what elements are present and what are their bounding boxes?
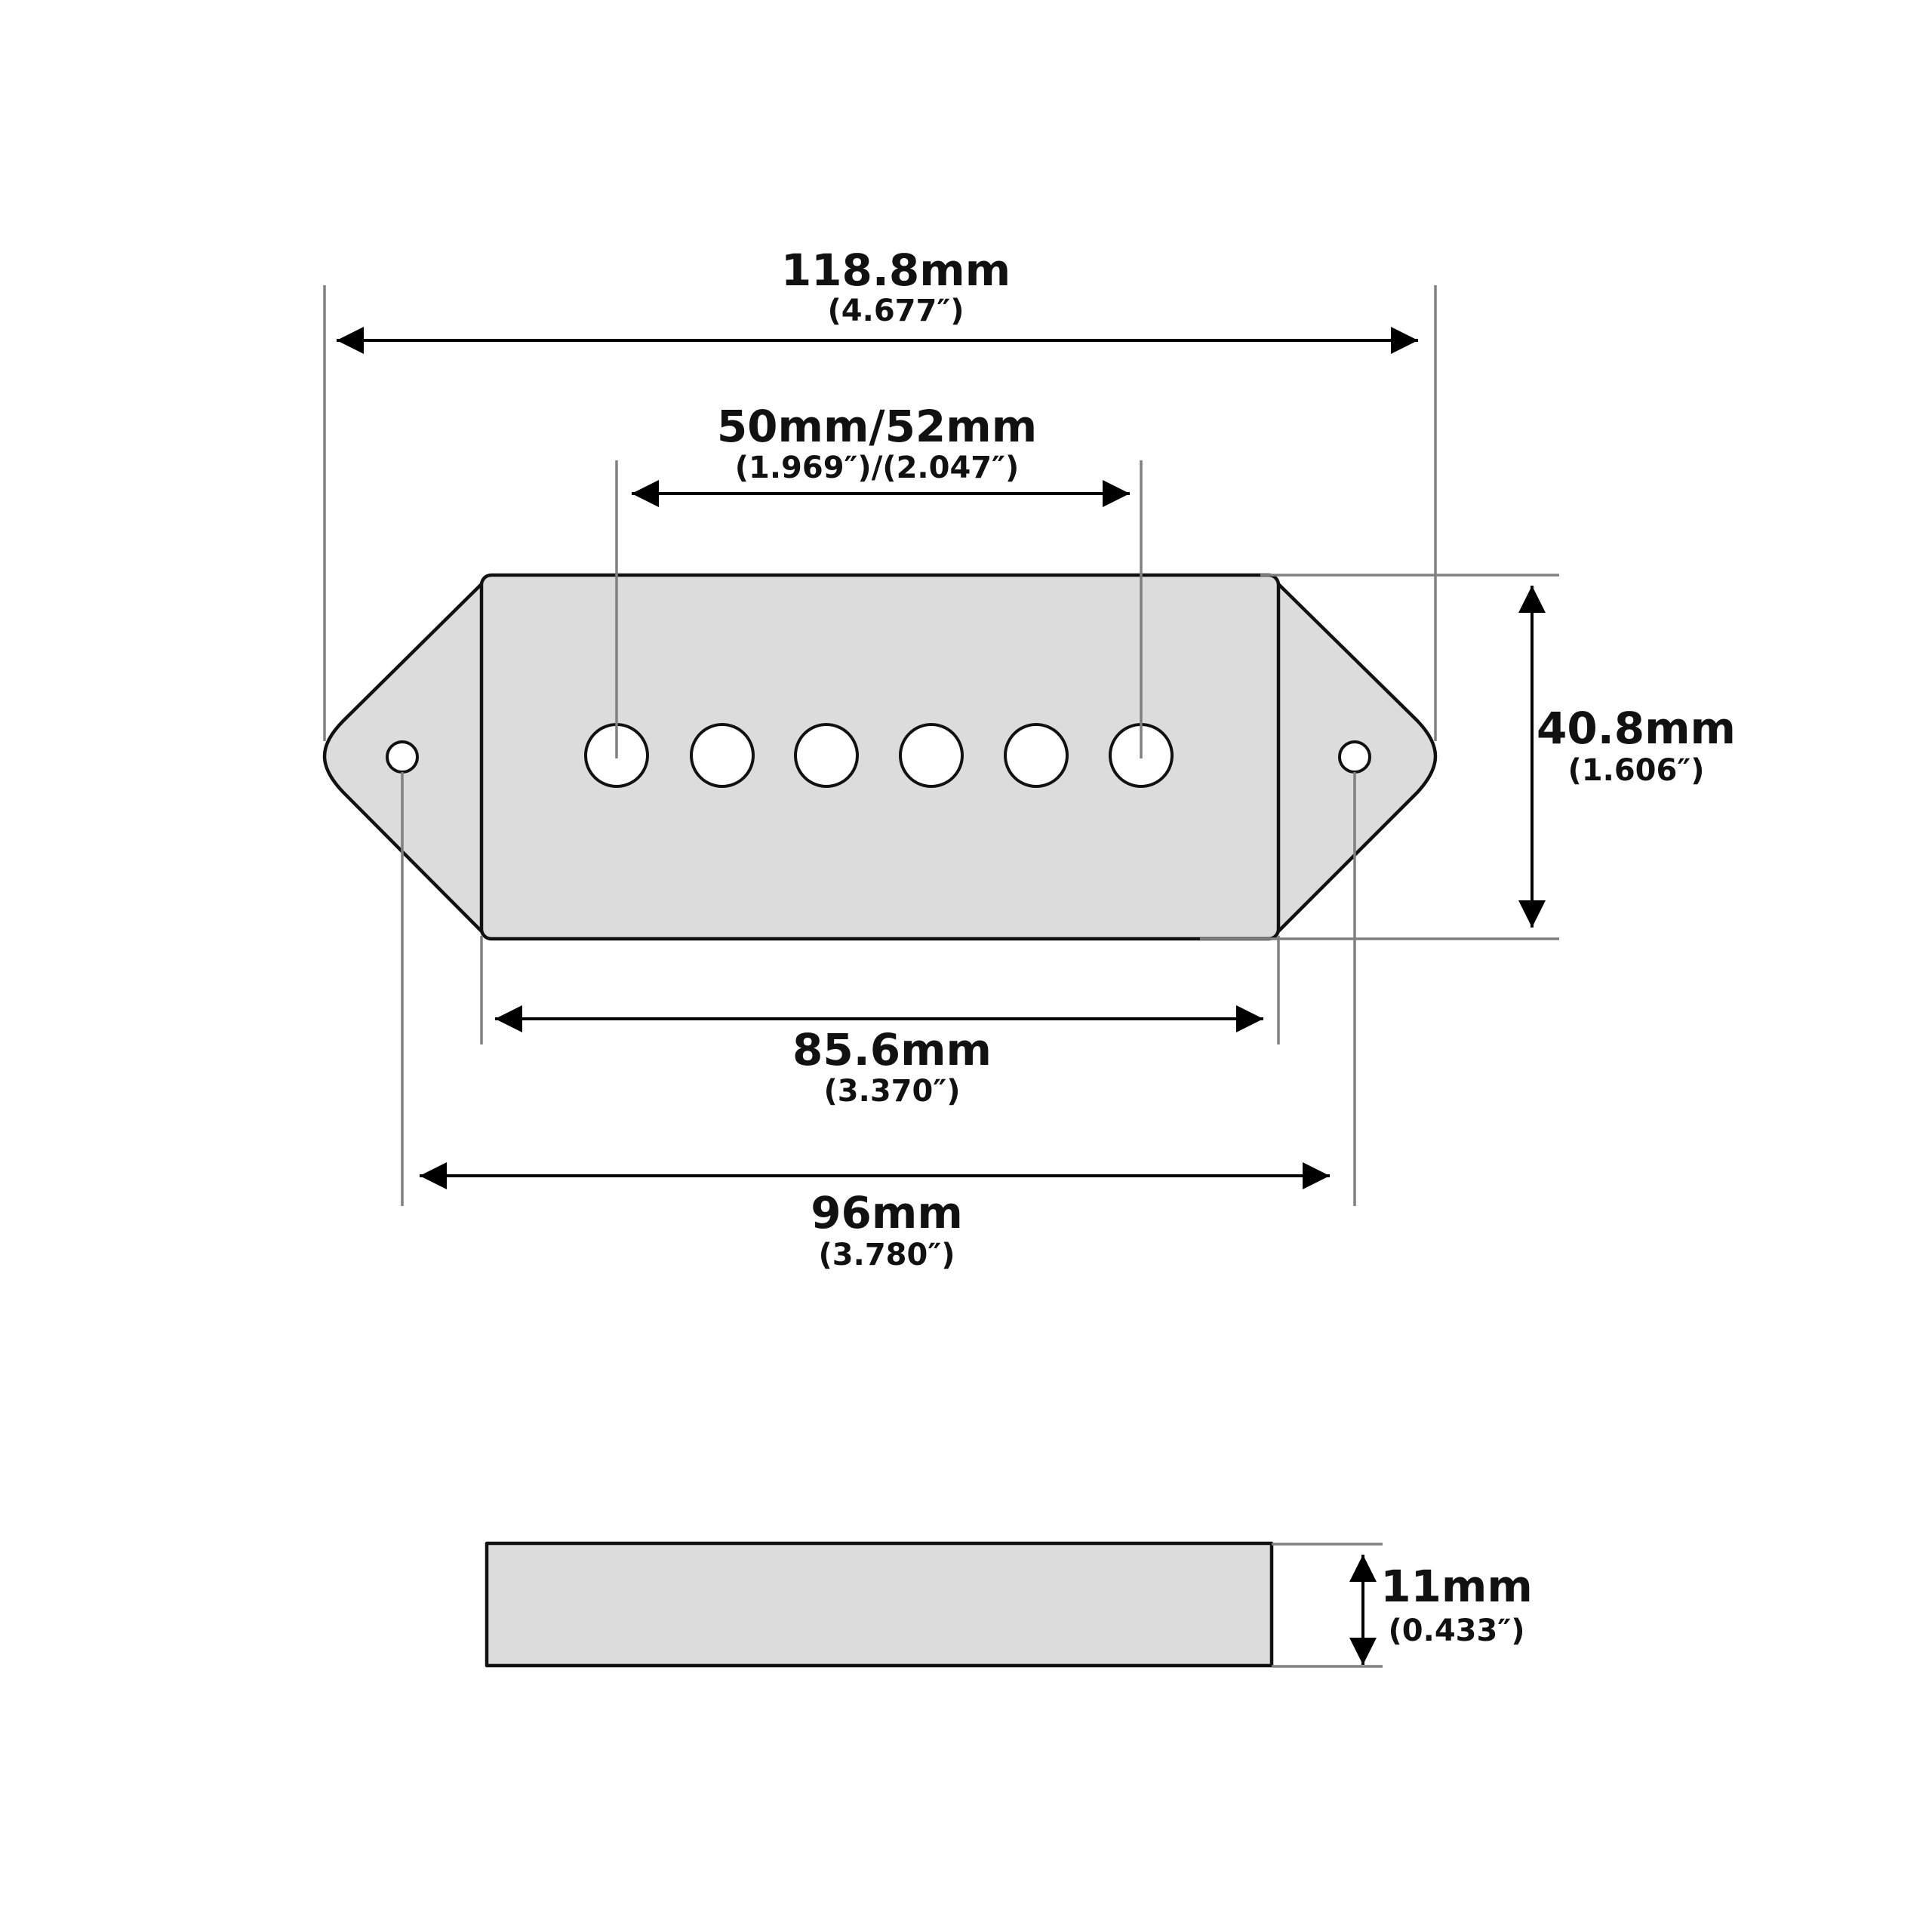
overall-length-inch-label: (4.677″) [828,294,964,328]
body-length-label: 85.6mm [792,1024,992,1075]
cover-top-view [322,573,1438,941]
right-mounting-hole [1338,740,1371,774]
width-inch-label: (1.606″) [1568,753,1705,788]
left-mounting-hole [386,740,419,774]
width-label: 40.8mm [1537,703,1736,754]
pole-spacing-inch-label: (1.969″)/(2.047″) [735,451,1020,485]
body-length-inch-label: (3.370″) [824,1074,961,1109]
mounting-spacing-inch-label: (3.780″) [819,1238,955,1272]
pole-hole [899,723,964,788]
pole-hole [690,723,755,788]
mounting-spacing-label: 96mm [811,1187,963,1238]
overall-length-label: 118.8mm [781,245,1011,296]
cover-side-view [485,1541,1383,1668]
dimension-labels: 118.8mm (4.677″) 50mm/52mm (1.969″)/(2.0… [717,245,1736,1648]
cover-body [479,573,1281,941]
height-label: 11mm [1380,1561,1533,1612]
pole-spacing-label: 50mm/52mm [717,401,1037,452]
height-inch-label: (0.433″) [1389,1614,1525,1648]
pole-hole [1004,723,1069,788]
side-profile [485,1541,1274,1668]
pole-hole [794,723,859,788]
extension-lines [323,285,1559,1206]
dimension-arrows [337,327,1546,1665]
